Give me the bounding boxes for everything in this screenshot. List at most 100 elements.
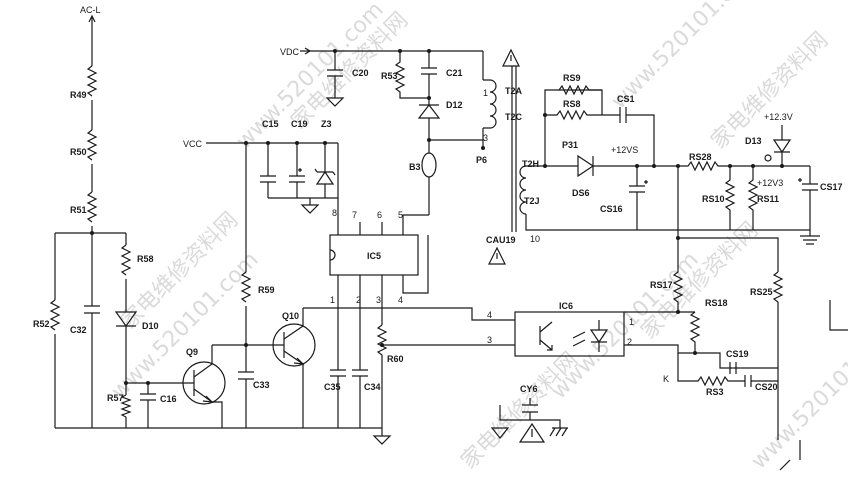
emitter-arrow-icon — [293, 357, 305, 365]
resistor-r59 — [240, 271, 252, 303]
resistor-r60 — [376, 324, 388, 428]
wire — [483, 79, 490, 129]
label-cs1: CS1 — [617, 94, 635, 104]
label-p6: P6 — [476, 155, 487, 165]
pin-3: 3 — [487, 335, 492, 345]
pin-10: 10 — [530, 234, 540, 244]
label-r51: R51 — [70, 205, 87, 215]
label-t2h: T2H — [522, 159, 539, 169]
net-label-ac-l: AC-L — [80, 5, 101, 15]
capacitor-c15 — [260, 143, 276, 198]
pin-4: 4 — [398, 295, 403, 305]
pin-4: 4 — [487, 310, 492, 320]
label-d13: D13 — [745, 136, 762, 146]
pin-k: K — [663, 374, 669, 384]
transistor-q9: Q9 — [180, 344, 246, 428]
transistor-leads — [180, 345, 213, 403]
warning-icon — [488, 246, 506, 265]
label-rs8: RS8 — [563, 99, 581, 109]
wire — [303, 307, 515, 321]
label-c15: C15 — [262, 119, 279, 129]
resistor-r50 — [86, 129, 98, 161]
resistor-r52 — [49, 299, 61, 331]
label-cy6: CY6 — [520, 384, 538, 394]
wire — [212, 401, 223, 428]
label-r53: R53 — [381, 71, 398, 81]
capacitor-cs17 — [802, 166, 818, 230]
label-rs10: RS10 — [702, 194, 725, 204]
ic5-top-pins — [359, 222, 404, 235]
ic6: IC6 4 3 1 2 — [487, 301, 634, 357]
label-t2c: T2C — [505, 112, 523, 122]
bead-b3 — [421, 152, 437, 178]
capacitor-c34 — [352, 369, 368, 428]
ac-input-section: AC-L R49 R50 R51 R52 C32 R58 D10 — [33, 5, 382, 429]
junction-dot — [380, 343, 384, 347]
watermark-cn: 家电维修资料网 — [457, 348, 584, 475]
test-point — [764, 154, 772, 162]
ic6-body — [514, 311, 625, 357]
resistor-r51 — [86, 191, 98, 223]
label-t2j: T2J — [524, 196, 540, 206]
warning-icon — [518, 422, 546, 443]
resistor-r49 — [86, 65, 98, 97]
ic5-notch — [329, 249, 336, 261]
capacitor-cs16 — [629, 166, 645, 230]
label-p31: P31 — [562, 140, 578, 150]
label-cau19: CAU19 — [486, 235, 516, 245]
label-rs28: RS28 — [689, 152, 712, 162]
polarity-plus-icon — [644, 180, 648, 184]
return-rail — [525, 214, 810, 231]
led — [589, 320, 609, 352]
vcc-filter-section: C15 C19 Z3 — [260, 119, 339, 235]
pin-2: 2 — [627, 337, 632, 347]
net-label-12vs: +12VS — [611, 145, 638, 155]
resistor-rs3-capacitor-cs20 — [677, 353, 778, 387]
wire — [677, 230, 779, 272]
capacitor-c32 — [84, 305, 100, 314]
ic5-body — [329, 234, 419, 276]
label-rs18: RS18 — [705, 298, 728, 308]
feedback-section: RS17 RS25 RS18 CS19 RS3 CS20 K — [624, 230, 848, 440]
label-c19: C19 — [291, 119, 308, 129]
chassis-ground-icon — [549, 427, 568, 437]
resistor-rs18 — [689, 311, 701, 353]
label-z3: Z3 — [321, 119, 332, 129]
ground-icon — [800, 230, 820, 245]
pin-5: 5 — [398, 210, 403, 220]
polarity-plus-icon — [798, 178, 802, 182]
resistor-rs17 — [672, 238, 684, 312]
diode-d12 — [417, 98, 441, 140]
label-t2a: T2A — [505, 86, 523, 96]
label-r50: R50 — [70, 147, 87, 157]
warning-icon — [502, 48, 520, 67]
label-q10: Q10 — [282, 311, 299, 321]
resistor-rs10 — [724, 166, 736, 230]
resistor-rs28 — [678, 160, 753, 172]
ground-icon — [325, 97, 345, 107]
ground-icon — [490, 427, 510, 439]
label-c16: C16 — [160, 394, 177, 404]
ground-icon — [300, 198, 320, 214]
label-c20: C20 — [352, 68, 369, 78]
label-r58: R58 — [137, 254, 154, 264]
label-rs25: RS25 — [750, 287, 773, 297]
label-rs9: RS9 — [563, 73, 581, 83]
label-r57: R57 — [107, 393, 124, 403]
light-arrow-icon — [572, 331, 586, 347]
capacitor-c35 — [330, 369, 346, 428]
resistor-r58 — [120, 244, 132, 276]
label-r49: R49 — [70, 90, 87, 100]
wire — [402, 214, 429, 222]
label-ic5: IC5 — [367, 251, 381, 261]
wire — [526, 89, 602, 167]
wire — [829, 300, 848, 331]
arrow-icon — [88, 14, 96, 23]
pin-3: 3 — [376, 295, 381, 305]
capacitor-cy6 — [499, 398, 561, 428]
resistor-rs9 — [558, 84, 603, 115]
transistor-q10: Q10 — [272, 307, 515, 428]
junction-dot — [652, 164, 656, 168]
zener-z3 — [314, 143, 336, 198]
